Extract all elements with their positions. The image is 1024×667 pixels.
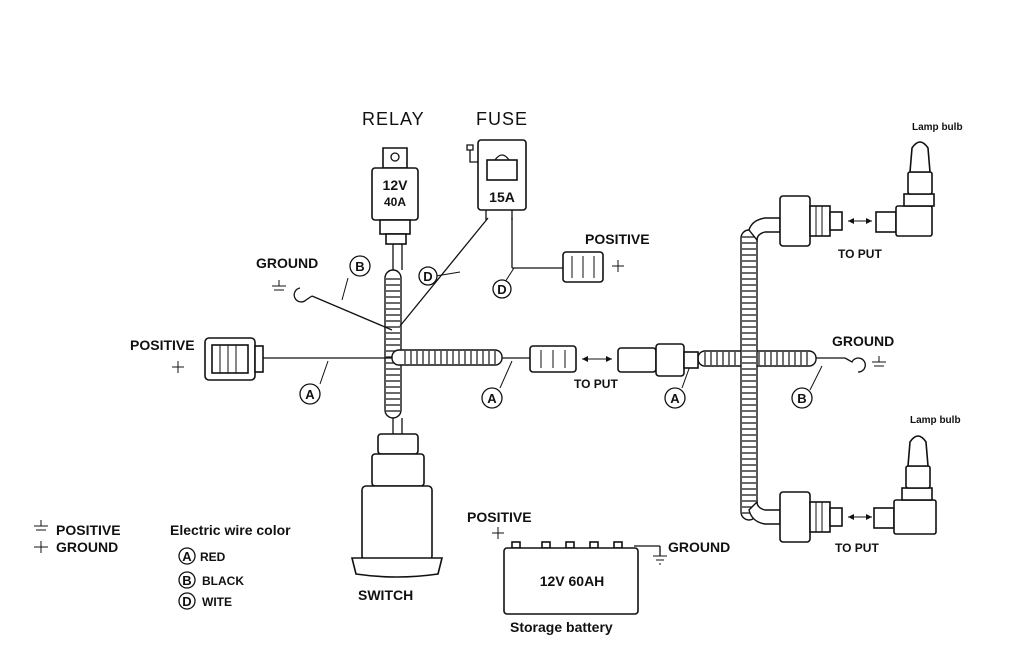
battery-caption: Storage battery xyxy=(510,619,613,635)
left-positive-label: POSITIVE xyxy=(130,337,195,353)
legend-ground-symbol xyxy=(34,541,48,553)
legend-entry-wite: D WITE xyxy=(178,592,232,610)
harness-bend-top xyxy=(748,217,781,242)
fuse-window xyxy=(486,159,518,181)
fuse-clip xyxy=(469,150,478,163)
right-ground: GROUND xyxy=(832,333,894,373)
lamp-top-label: Lamp bulb xyxy=(912,122,963,133)
battery: POSITIVE 12V 60AH Storage battery GROUND xyxy=(467,509,730,635)
lamp-bottom-socket xyxy=(779,491,811,543)
svg-text:B: B xyxy=(182,573,191,588)
svg-text:D: D xyxy=(497,282,506,297)
switch-bezel xyxy=(350,557,444,578)
wire-marker-a-left: A xyxy=(299,383,321,405)
lamp-bottom-plug xyxy=(873,507,895,529)
right-ground-ring-terminal xyxy=(844,357,866,373)
lamp-top-glass xyxy=(909,141,931,173)
legend-entry-red: A RED xyxy=(178,547,226,565)
legend-title: Electric wire color xyxy=(170,522,291,538)
lamp-top-to-put: TO PUT xyxy=(838,247,882,261)
harness-right-vertical xyxy=(740,229,758,521)
relay-title: RELAY xyxy=(362,109,425,129)
svg-text:D: D xyxy=(182,594,191,609)
relay-body xyxy=(371,167,419,221)
wire-marker-a-right: A xyxy=(664,387,686,409)
fuse-positive-symbol xyxy=(612,260,624,272)
lamp-top: Lamp bulb TO PUT xyxy=(779,122,963,261)
switch-neck xyxy=(371,453,425,487)
lamp-top-arrow xyxy=(848,218,872,224)
relay: RELAY 12V 40A xyxy=(362,109,425,245)
svg-text:A: A xyxy=(487,391,497,406)
to-put-label-mid: TO PUT xyxy=(574,377,618,391)
lamp-bottom-glass xyxy=(907,435,929,467)
right-ground-label: GROUND xyxy=(832,333,894,349)
svg-text:BLACK: BLACK xyxy=(202,574,244,588)
to-put-arrow-mid xyxy=(582,356,612,362)
wire-marker-a-mid: A xyxy=(481,387,503,409)
relay-current: 40A xyxy=(384,195,406,209)
svg-text:B: B xyxy=(355,259,364,274)
svg-text:A: A xyxy=(305,387,315,402)
svg-text:RED: RED xyxy=(200,550,226,564)
lamp-top-plug xyxy=(875,211,897,233)
battery-spec: 12V 60AH xyxy=(540,573,605,589)
lamp-bottom-arrow xyxy=(848,514,872,520)
harness-main-horizontal xyxy=(391,349,503,366)
relay-pins xyxy=(385,233,407,245)
left-ground: GROUND xyxy=(256,255,318,303)
switch-plug xyxy=(377,433,419,455)
switch: SWITCH xyxy=(350,433,444,603)
right-ground-symbol xyxy=(872,356,886,367)
battery-positive-label: POSITIVE xyxy=(467,509,532,525)
lamp-bottom: Lamp bulb TO PUT xyxy=(779,415,961,555)
lamp-bottom-to-put: TO PUT xyxy=(835,541,879,555)
relay-voltage: 12V xyxy=(383,177,409,193)
wires xyxy=(262,217,845,556)
middle-connector-right xyxy=(617,343,699,377)
battery-positive-symbol xyxy=(492,527,504,539)
fuse-positive-label: POSITIVE xyxy=(585,231,650,247)
relay-base xyxy=(379,219,411,235)
fuse-rating: 15A xyxy=(489,189,515,205)
battery-ground-label: GROUND xyxy=(668,539,730,555)
left-positive-symbol xyxy=(172,361,184,373)
wire-marker-b-right: B xyxy=(791,387,813,409)
svg-text:D: D xyxy=(423,269,432,284)
legend: POSITIVE GROUND Electric wire color A RE… xyxy=(34,520,291,610)
lamp-bottom-label: Lamp bulb xyxy=(910,415,961,426)
left-ground-ring-terminal xyxy=(293,287,313,303)
switch-body xyxy=(361,485,433,561)
legend-positive-symbol xyxy=(34,520,48,531)
svg-text:A: A xyxy=(670,391,680,406)
svg-text:A: A xyxy=(182,549,192,564)
battery-ground-symbol xyxy=(653,555,667,565)
svg-text:WITE: WITE xyxy=(202,595,232,609)
legend-entry-black: B BLACK xyxy=(178,571,244,589)
svg-text:B: B xyxy=(797,391,806,406)
left-ground-symbol xyxy=(272,280,286,291)
switch-label: SWITCH xyxy=(358,587,413,603)
fuse-positive-connector: POSITIVE xyxy=(562,231,650,283)
left-ground-label: GROUND xyxy=(256,255,318,271)
wire-marker-b-left: B xyxy=(349,255,371,277)
middle-connector-left xyxy=(529,345,577,373)
lamp-top-socket xyxy=(779,195,811,247)
fuse: FUSE 15A xyxy=(466,109,528,220)
harness-main-vertical xyxy=(384,269,402,419)
battery-body xyxy=(503,547,639,615)
wire-marker-d-relay: D xyxy=(418,266,438,286)
legend-positive-text: POSITIVE xyxy=(56,522,121,538)
legend-ground-text: GROUND xyxy=(56,539,118,555)
left-positive-connector: POSITIVE xyxy=(130,337,264,381)
harness-bend-bottom xyxy=(748,500,781,525)
fuse-title: FUSE xyxy=(476,109,528,129)
wire-marker-d-fuse: D xyxy=(492,279,512,299)
